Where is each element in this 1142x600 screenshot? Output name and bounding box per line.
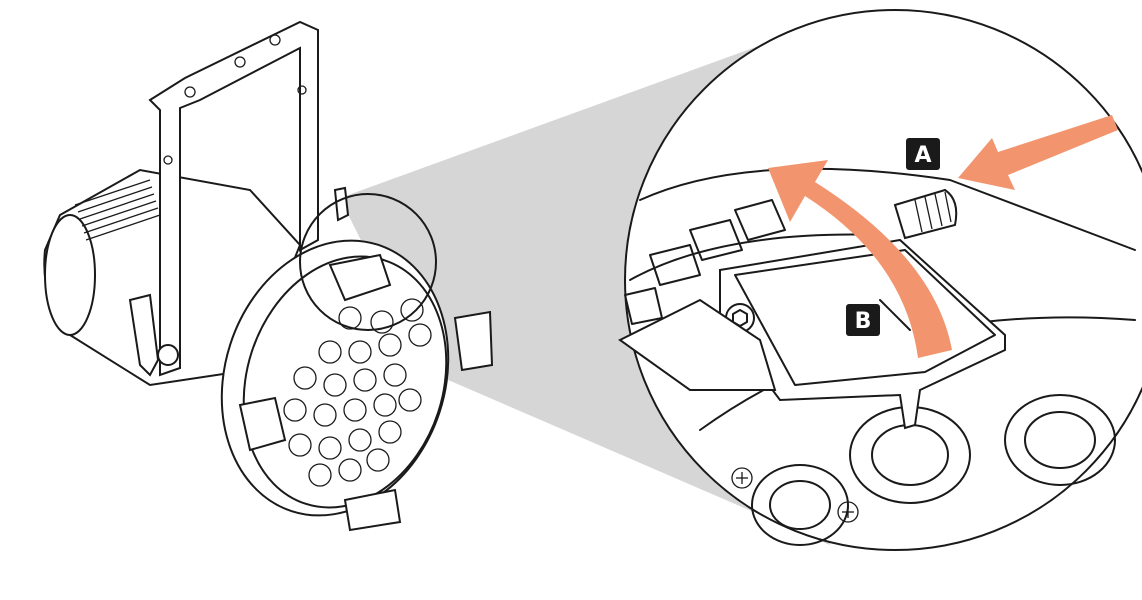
label-a-text: A	[914, 143, 931, 168]
fixture-illustration	[43, 20, 494, 532]
label-a: A	[906, 138, 940, 170]
rotate-arrow	[768, 160, 952, 358]
label-b-text: B	[855, 309, 872, 334]
push-arrow	[958, 115, 1118, 190]
zoom-circle-source	[299, 193, 437, 331]
label-b: B	[846, 304, 880, 336]
